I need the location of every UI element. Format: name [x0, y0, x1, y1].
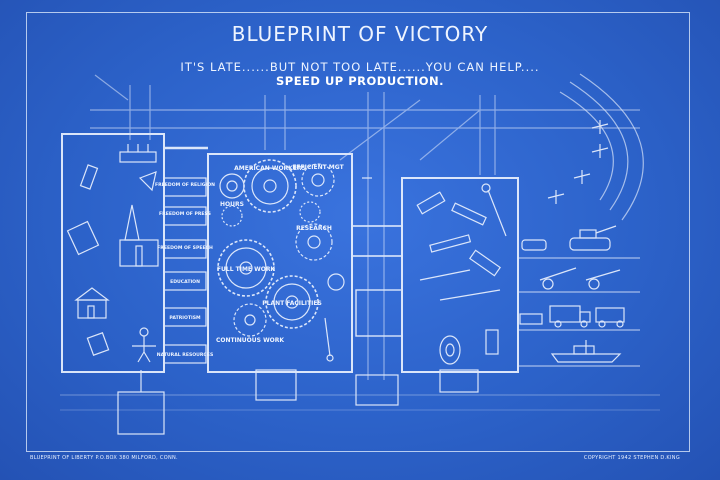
house-icon	[74, 287, 110, 319]
gear-label: CONTINUOUS WORK	[216, 337, 284, 344]
input-label: PATRIOTISM	[169, 315, 201, 321]
input-label: FREEDOM OF RELIGION	[155, 182, 215, 188]
footer-left: BLUEPRINT OF LIBERTY P.O.BOX 380 MILFORD…	[30, 455, 178, 461]
poster-title: BLUEPRINT OF VICTORY	[231, 22, 489, 46]
output-arcs	[559, 73, 644, 221]
input-labels: FREEDOM OF RELIGION FREEDOM OF PRESS FRE…	[155, 182, 215, 358]
poster-call-to-action: SPEED UP PRODUCTION.	[275, 74, 445, 88]
book-icon	[66, 220, 110, 356]
church-icon	[119, 204, 159, 267]
gear-label: EFFICIENT MGT	[292, 164, 344, 171]
input-label: EDUCATION	[170, 279, 200, 285]
truck-icon	[519, 305, 625, 328]
right-panel	[401, 177, 519, 373]
input-label: NATURAL RESOURCES	[157, 352, 214, 358]
bottle-icon	[79, 164, 157, 192]
cannon-icon	[539, 267, 621, 290]
tank-icon	[521, 225, 617, 251]
input-label: FREEDOM OF PRESS	[159, 211, 211, 217]
gear-label: RESEARCH	[296, 225, 332, 232]
gear-labels: AMERICAN WORKERS FULL TIME WORK EFFICIEN…	[216, 164, 345, 344]
output-shelves	[518, 257, 640, 367]
input-label: FREEDOM OF SPEECH	[157, 245, 213, 251]
wheel-icon	[439, 329, 499, 365]
gear-label: AMERICAN WORKERS	[234, 165, 306, 172]
gear-label: FULL TIME WORK	[217, 266, 276, 273]
connector-shaft	[351, 177, 403, 337]
ship-icon	[550, 340, 622, 363]
farmer-icon	[132, 327, 156, 363]
wrench-icon	[481, 183, 507, 237]
gear-machine	[207, 153, 353, 373]
left-panel	[61, 133, 208, 373]
airplane-icon	[547, 120, 609, 204]
gear-label: HOURS	[220, 201, 244, 208]
tools-icon	[416, 191, 501, 301]
input-chutes	[163, 177, 207, 364]
poster-subtitle: IT'S LATE......BUT NOT TOO LATE......YOU…	[180, 60, 540, 74]
factory-icon	[119, 144, 157, 163]
gear-label: PLANT FACILITIES	[262, 300, 322, 307]
poster-frame	[26, 12, 690, 452]
footer-right: COPYRIGHT 1942 STEPHEN D.KING	[583, 455, 680, 461]
pedestals	[117, 369, 479, 435]
background-structure	[60, 74, 660, 411]
